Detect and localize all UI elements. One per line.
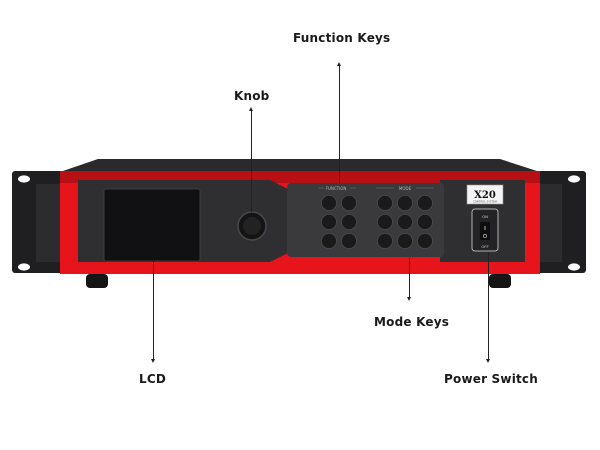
function-keys-arrow [337,62,341,183]
mode-key[interactable] [397,233,413,249]
function-keys [321,195,357,249]
left-foot [86,274,108,288]
mode-key[interactable] [377,214,393,230]
lcd-screen [103,188,201,262]
model-sublabel: CONTROL SYSTEM [473,200,497,204]
mode-key[interactable] [377,195,393,211]
mode-key[interactable] [377,233,393,249]
mode-keys-arrow [407,258,411,301]
function-key[interactable] [341,195,357,211]
model-name: X20 [474,190,496,201]
mode-key[interactable] [397,195,413,211]
mode-key[interactable] [417,195,433,211]
mode-header: MODE [399,186,412,191]
right-foot [489,274,511,288]
chassis-top [60,159,540,172]
knob-label: Knob [234,89,270,103]
mode-key[interactable] [417,233,433,249]
model-badge [466,184,504,205]
mode-keys-label: Mode Keys [374,315,450,329]
mode-keys [377,195,433,249]
mode-key[interactable] [397,214,413,230]
function-header: FUNCTION [326,186,347,191]
function-key[interactable] [321,195,337,211]
switch-off-label: OFF [481,244,488,249]
function-key[interactable] [341,233,357,249]
function-keys-label: Function Keys [293,31,391,45]
function-key[interactable] [321,214,337,230]
knob-arrow [249,107,253,212]
function-key[interactable] [341,214,357,230]
power-switch[interactable] [480,222,490,240]
lcd-arrow [151,262,155,363]
power-switch-arrow [486,252,490,363]
mode-key[interactable] [417,214,433,230]
switch-on-label: ON [482,214,488,219]
left-rack-ear [12,171,68,273]
lcd-label: LCD [139,372,167,386]
function-key[interactable] [321,233,337,249]
power-switch-label: Power Switch [444,372,538,386]
